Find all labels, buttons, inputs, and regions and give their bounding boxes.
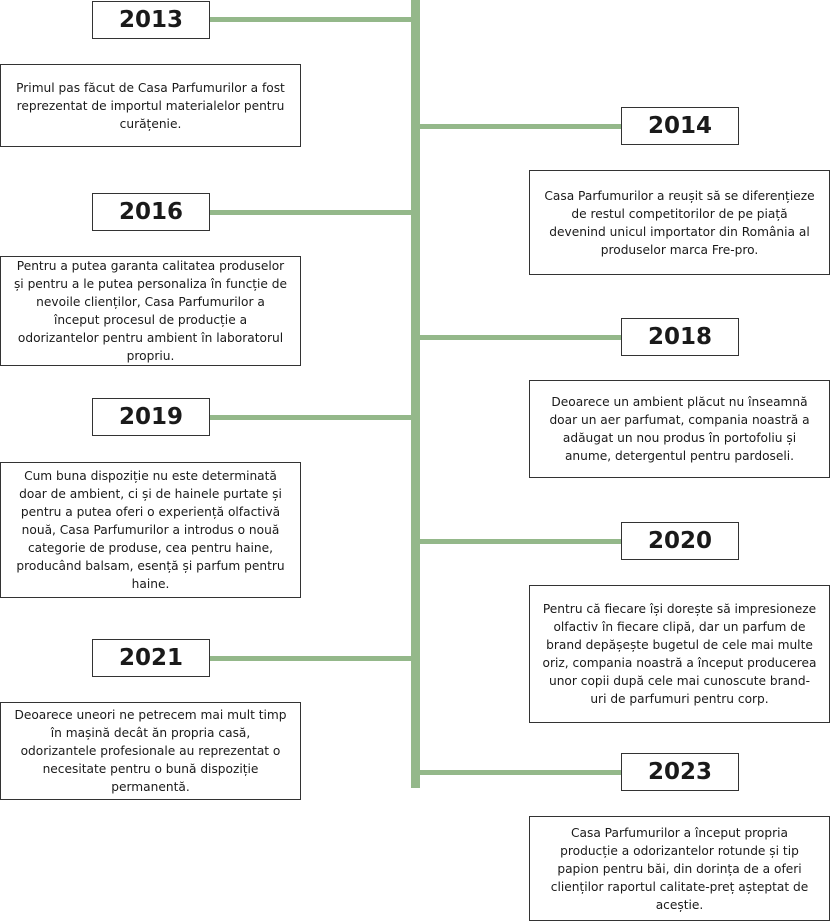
year-2019: 2019 bbox=[92, 398, 210, 436]
year-2021: 2021 bbox=[92, 639, 210, 677]
event-2023-description: Casa Parfumurilor a început propria prod… bbox=[529, 816, 830, 921]
connector-2014 bbox=[419, 124, 622, 129]
timeline-spine bbox=[411, 0, 420, 788]
year-2018: 2018 bbox=[621, 318, 739, 356]
connector-2023 bbox=[419, 770, 622, 775]
connector-2021 bbox=[210, 656, 412, 661]
event-2014-description: Casa Parfumurilor a reușit să se diferen… bbox=[529, 170, 830, 275]
connector-2019 bbox=[210, 415, 412, 420]
connector-2020 bbox=[419, 539, 622, 544]
connector-2018 bbox=[419, 335, 622, 340]
event-2019-description: Cum buna dispoziție nu este determinată … bbox=[0, 462, 301, 598]
year-2023: 2023 bbox=[621, 753, 739, 791]
year-2016: 2016 bbox=[92, 193, 210, 231]
connector-2016 bbox=[210, 210, 412, 215]
event-2021-description: Deoarece uneori ne petrecem mai mult tim… bbox=[0, 702, 301, 800]
event-2016-description: Pentru a putea garanta calitatea produse… bbox=[0, 256, 301, 366]
year-2014: 2014 bbox=[621, 107, 739, 145]
event-2013-description: Primul pas făcut de Casa Parfumurilor a … bbox=[0, 64, 301, 147]
connector-2013 bbox=[210, 17, 412, 22]
year-2013: 2013 bbox=[92, 1, 210, 39]
event-2018-description: Deoarece un ambient plăcut nu înseamnă d… bbox=[529, 380, 830, 478]
year-2020: 2020 bbox=[621, 522, 739, 560]
event-2020-description: Pentru că fiecare își dorește să impresi… bbox=[529, 585, 830, 723]
